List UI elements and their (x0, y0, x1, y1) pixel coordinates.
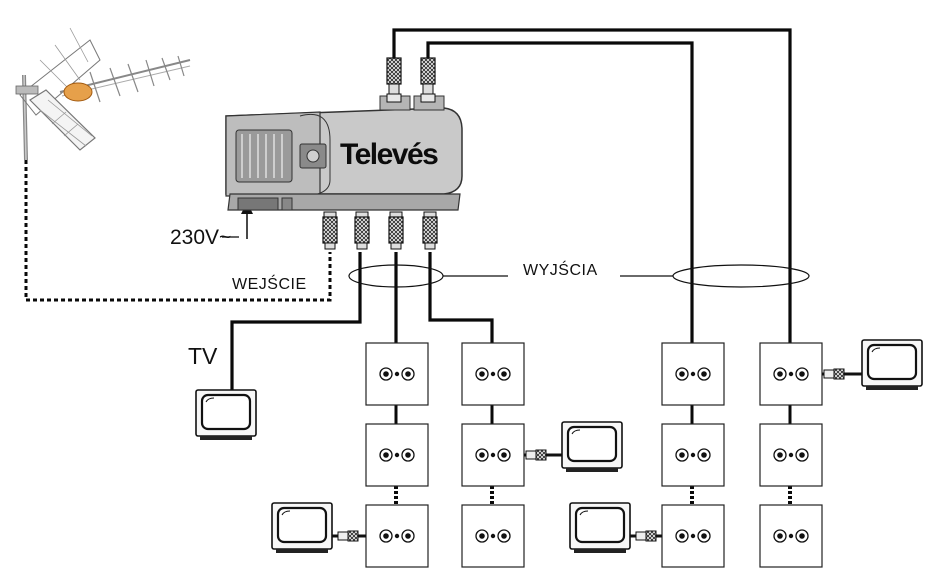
tv-icon (568, 501, 632, 555)
wall-socket (661, 504, 725, 568)
power-label: 230V~ (170, 226, 232, 249)
input-connector (322, 211, 338, 250)
tv-label: TV (188, 343, 218, 369)
amplifier-icon (225, 95, 463, 211)
brand-logo-text: Televés (340, 138, 439, 171)
wall-socket (365, 342, 429, 406)
tv-icon (194, 388, 258, 442)
output-connector-1 (354, 211, 370, 250)
cables (24, 28, 792, 505)
tv-cable-short (524, 449, 562, 461)
output-connector-top-1 (386, 57, 402, 103)
output-connector-top-2 (420, 57, 436, 103)
tv-icon (270, 501, 334, 555)
output-cable-2 (428, 252, 494, 343)
wall-socket (461, 342, 525, 406)
output-cable-4 (392, 28, 792, 343)
wall-socket (461, 423, 525, 487)
tv-icon (860, 338, 924, 392)
input-label: WEJŚCIE (232, 276, 307, 293)
output-grouping (348, 264, 810, 288)
wall-socket (759, 342, 823, 406)
antenna-icon (15, 27, 191, 161)
wall-socket (759, 504, 823, 568)
wall-socket (461, 504, 525, 568)
wall-socket (759, 423, 823, 487)
tv-cable-short (332, 530, 366, 542)
outputs-label: WYJŚCIA (523, 262, 598, 279)
wall-socket (365, 504, 429, 568)
output-connector-2 (388, 211, 404, 250)
output-connector-3 (422, 211, 438, 250)
tv-cable-short (630, 530, 662, 542)
tv-cable (230, 252, 362, 390)
wall-socket (661, 342, 725, 406)
tv-cable-short (822, 368, 862, 380)
wall-socket (365, 423, 429, 487)
tv-icon (560, 420, 624, 474)
input-cable (24, 160, 332, 302)
wall-socket (661, 423, 725, 487)
output-cable-3 (426, 41, 694, 343)
